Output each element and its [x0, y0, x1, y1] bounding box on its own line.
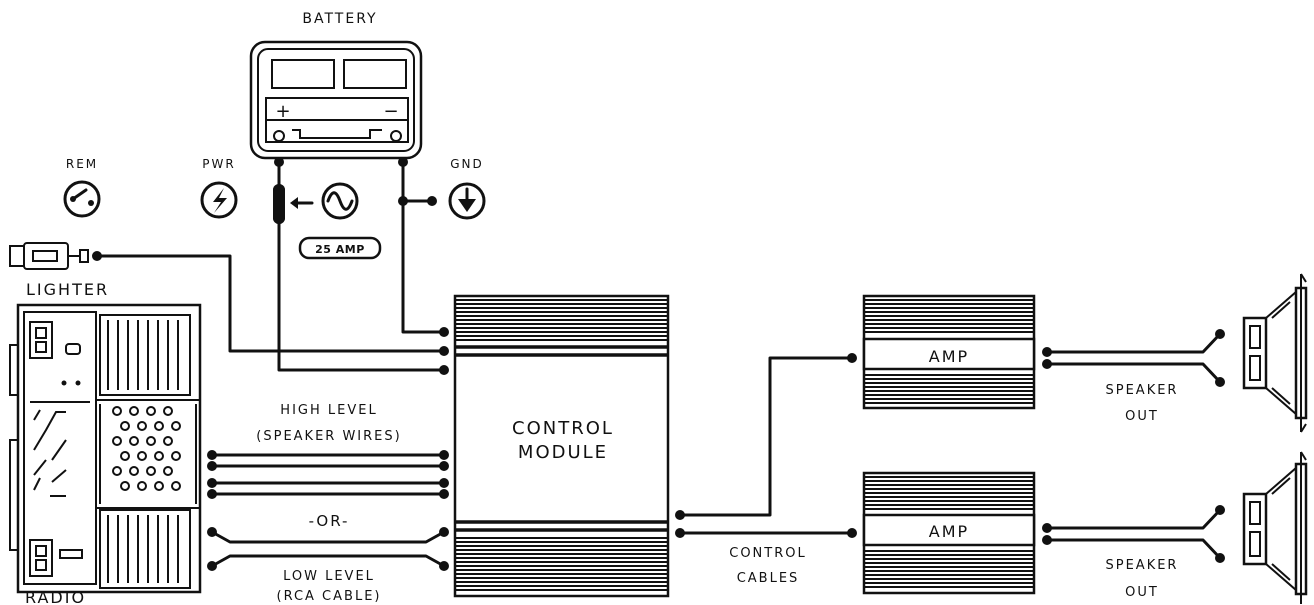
low-level-sublabel: (RCA CABLE): [277, 589, 382, 604]
amp-top: [862, 294, 1036, 410]
control-module: [453, 294, 670, 598]
lighter-label: LIGHTER: [26, 280, 109, 299]
control-cables-label: CONTROL: [729, 546, 806, 561]
control-cables: [678, 356, 854, 535]
control-module-label: CONTROL: [512, 418, 614, 439]
speaker-out-top-sublabel: OUT: [1125, 409, 1159, 424]
high-level-wires: [210, 453, 446, 496]
battery-label: BATTERY: [302, 11, 377, 27]
speaker-out-bottom-sublabel: OUT: [1125, 585, 1159, 600]
rem-label: REM: [66, 157, 98, 171]
arrow-left-icon: [290, 197, 314, 209]
amp-bottom: [862, 471, 1036, 595]
lightning-bolt-icon: [200, 181, 238, 219]
svg-text:25 AMP: 25 AMP: [315, 243, 365, 256]
gnd-label: GND: [450, 157, 484, 171]
battery: + −: [249, 40, 423, 160]
speaker-icon: [1242, 273, 1308, 433]
or-label: -OR-: [309, 512, 350, 530]
speaker-icon: [1242, 451, 1308, 604]
speaker-wires-top: [1045, 332, 1222, 384]
wire-junctions: [92, 157, 449, 375]
radio: [9, 303, 202, 594]
speaker-out-top-label: SPEAKER: [1106, 383, 1179, 398]
high-level-label: HIGH LEVEL: [280, 403, 377, 418]
control-cables-sublabel: CABLES: [737, 571, 800, 586]
battery-plus-label: +: [275, 101, 290, 122]
pwr-label: PWR: [202, 157, 235, 171]
radio-label: RADIO: [25, 588, 86, 605]
sine-wave-icon: [321, 182, 359, 220]
cigarette-lighter-icon: [9, 242, 89, 270]
fuse-rating-badge: 25 AMP: [298, 236, 382, 260]
low-level-label: LOW LEVEL: [283, 569, 375, 584]
amp-top-label: AMP: [929, 347, 969, 366]
remote-switch-icon: [63, 180, 101, 218]
speaker-wires-bottom: [1045, 508, 1222, 560]
high-level-sublabel: (SPEAKER WIRES): [256, 429, 401, 444]
speaker-out-bottom-label: SPEAKER: [1106, 558, 1179, 573]
amp-bottom-label: AMP: [929, 522, 969, 541]
low-level-wires: [210, 530, 446, 568]
control-module-sublabel: MODULE: [518, 442, 608, 463]
ground-arrow-icon: [448, 182, 486, 220]
battery-minus-label: −: [383, 101, 398, 122]
